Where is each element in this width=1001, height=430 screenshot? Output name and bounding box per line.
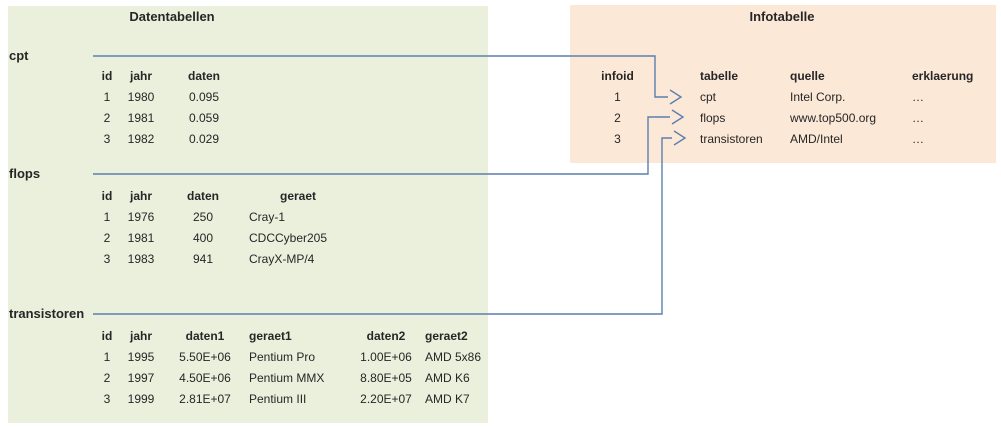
transistoren-header-jahr: jahr bbox=[129, 329, 152, 343]
transistoren-cell: 1999 bbox=[127, 392, 155, 406]
transistoren-cell: 4.50E+06 bbox=[179, 371, 231, 385]
info-cell: Intel Corp. bbox=[790, 90, 846, 104]
transistoren-cell: AMD K6 bbox=[425, 371, 470, 385]
transistoren-cell: Pentium III bbox=[249, 392, 307, 406]
transistoren-cell: Pentium MMX bbox=[249, 371, 325, 385]
transistoren-cell: 2.20E+07 bbox=[360, 392, 412, 406]
transistoren-cell: 8.80E+05 bbox=[360, 371, 412, 385]
flops-cell: 3 bbox=[103, 252, 111, 266]
datentabellen-title: Datentabellen bbox=[129, 9, 215, 24]
transistoren-header-daten2: daten2 bbox=[366, 329, 406, 343]
transistoren-header-id: id bbox=[101, 329, 113, 343]
info-cell: 1 bbox=[614, 90, 621, 104]
info-cell: transistoren bbox=[700, 132, 763, 146]
info-cell: … bbox=[912, 132, 924, 146]
transistoren-header-geraet1: geraet1 bbox=[249, 329, 292, 343]
flops-header-id: id bbox=[101, 189, 113, 203]
flops-cell: 941 bbox=[192, 252, 214, 266]
flops-header-geraet: geraet bbox=[279, 189, 317, 203]
flops-cell: 250 bbox=[192, 210, 214, 224]
transistoren-cell: 1 bbox=[103, 350, 111, 364]
flops-cell: 1981 bbox=[127, 231, 155, 245]
transistoren-cell: 3 bbox=[103, 392, 111, 406]
info-header-infoid: infoid bbox=[601, 69, 634, 83]
transistoren-cell: Pentium Pro bbox=[249, 350, 316, 364]
cpt-cell: 2 bbox=[103, 111, 111, 125]
info-header-quelle: quelle bbox=[790, 69, 825, 83]
flops-table: id jahr daten geraet 1 1976 250 Cray-1 2… bbox=[95, 186, 353, 270]
info-cell: cpt bbox=[700, 90, 717, 104]
table-label-cpt: cpt bbox=[9, 48, 29, 63]
info-cell: 2 bbox=[614, 111, 621, 125]
cpt-header-daten: daten bbox=[187, 69, 220, 83]
transistoren-cell: 1997 bbox=[127, 371, 155, 385]
cpt-cell: 1980 bbox=[127, 90, 155, 104]
cpt-cell: 1 bbox=[103, 90, 111, 104]
flops-cell: Cray-1 bbox=[249, 210, 286, 224]
cpt-cell: 1981 bbox=[127, 111, 155, 125]
info-cell: AMD/Intel bbox=[790, 132, 843, 146]
transistoren-header-geraet2: geraet2 bbox=[425, 329, 468, 343]
infotabelle-title: Infotabelle bbox=[749, 9, 815, 24]
transistoren-cell: AMD 5x86 bbox=[425, 350, 482, 364]
flops-cell: CrayX-MP/4 bbox=[249, 252, 315, 266]
transistoren-cell: 5.50E+06 bbox=[179, 350, 231, 364]
flops-cell: 1983 bbox=[127, 252, 155, 266]
flops-header-jahr: jahr bbox=[129, 189, 152, 203]
cpt-table: id jahr daten 1 1980 0.095 2 1981 0.059 … bbox=[95, 66, 245, 150]
transistoren-header-daten1: daten1 bbox=[185, 329, 225, 343]
info-cell: flops bbox=[700, 111, 726, 125]
transistoren-table: id jahr daten1 geraet1 daten2 geraet2 1 … bbox=[95, 326, 500, 410]
info-header-tabelle: tabelle bbox=[700, 69, 739, 83]
flops-cell: 1976 bbox=[127, 210, 155, 224]
info-cell: www.top500.org bbox=[790, 111, 877, 125]
cpt-cell: 0.059 bbox=[188, 111, 220, 125]
flops-cell: CDCCyber205 bbox=[249, 231, 328, 245]
info-cell: … bbox=[912, 111, 924, 125]
table-label-transistoren: transistoren bbox=[9, 306, 85, 321]
flops-cell: 2 bbox=[103, 231, 111, 245]
info-table: infoid tabelle quelle erklaerung 1 cpt I… bbox=[580, 66, 996, 150]
cpt-cell: 1982 bbox=[127, 132, 155, 146]
info-header-erklaerung: erklaerung bbox=[912, 69, 974, 83]
flops-cell: 400 bbox=[192, 231, 214, 245]
flops-header-daten: daten bbox=[186, 189, 219, 203]
table-label-flops: flops bbox=[9, 166, 41, 181]
cpt-cell: 0.095 bbox=[188, 90, 220, 104]
transistoren-cell: AMD K7 bbox=[425, 392, 470, 406]
info-cell: … bbox=[912, 90, 924, 104]
transistoren-cell: 2 bbox=[103, 371, 111, 385]
transistoren-cell: 1995 bbox=[127, 350, 155, 364]
cpt-header-id: id bbox=[101, 69, 113, 83]
cpt-cell: 3 bbox=[103, 132, 111, 146]
flops-cell: 1 bbox=[103, 210, 111, 224]
cpt-cell: 0.029 bbox=[188, 132, 220, 146]
transistoren-cell: 2.81E+07 bbox=[179, 392, 231, 406]
cpt-header-jahr: jahr bbox=[129, 69, 152, 83]
transistoren-cell: 1.00E+06 bbox=[360, 350, 412, 364]
info-cell: 3 bbox=[614, 132, 621, 146]
